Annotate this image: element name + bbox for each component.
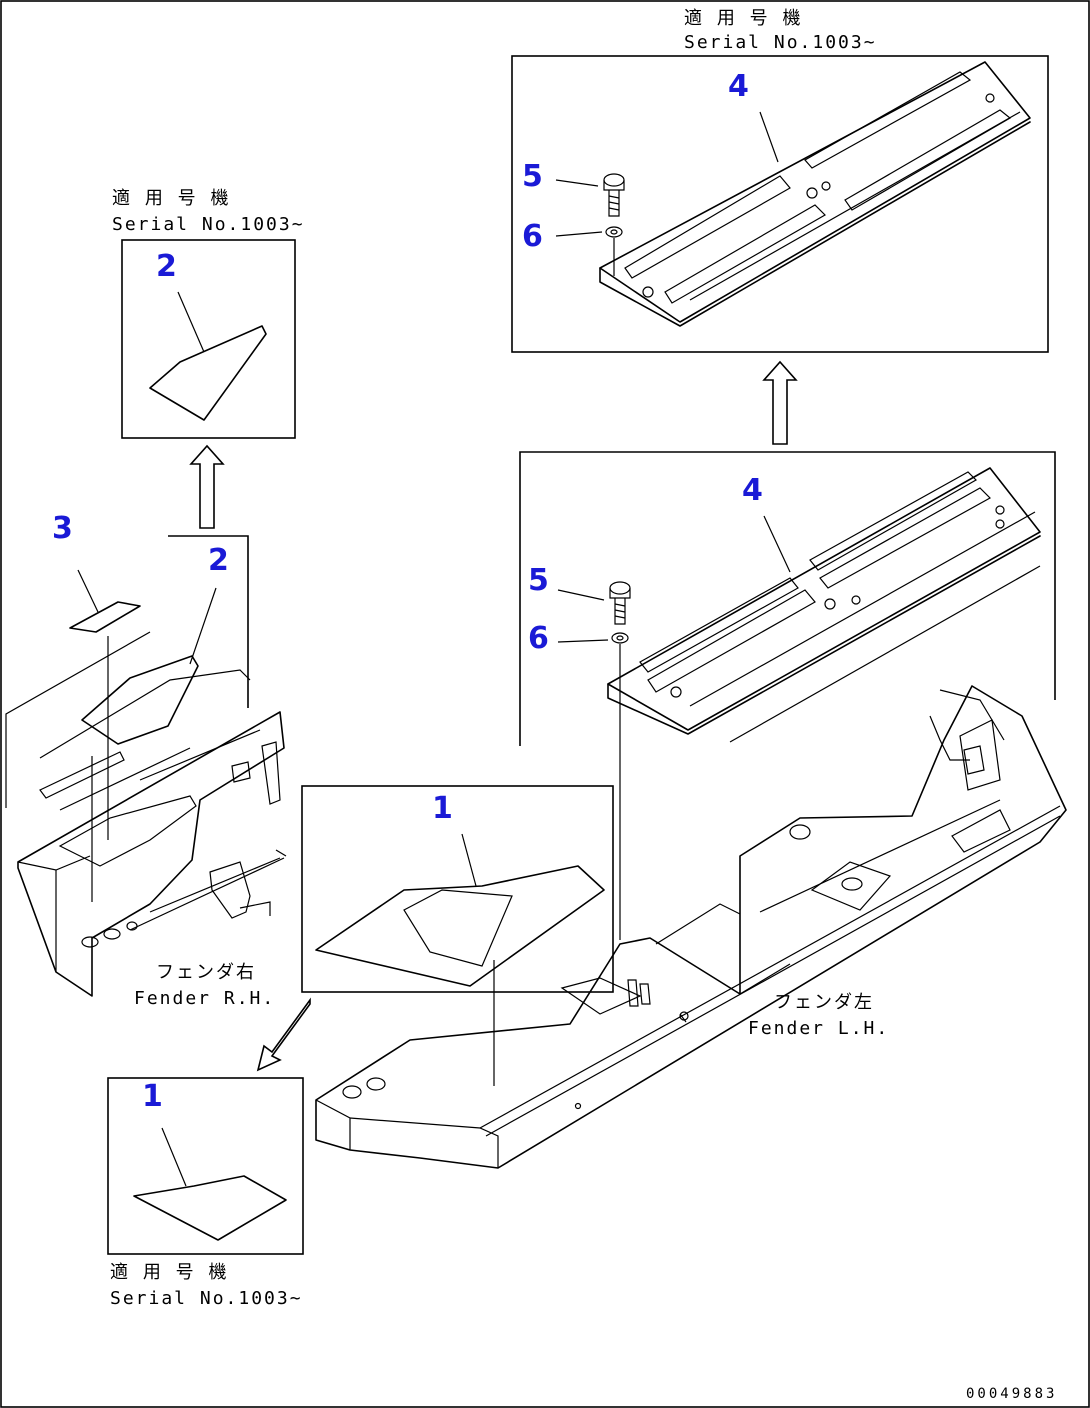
decal-1-detail <box>133 1175 287 1241</box>
detail-frame-top-left <box>121 239 296 439</box>
applicable-note-top: 適 用 号 機 <box>684 8 803 29</box>
leader-6-mid <box>557 639 609 643</box>
applicable-note-bottom: 適 用 号 機 <box>110 1262 229 1283</box>
decal-3 <box>69 601 141 633</box>
leader-4-top <box>759 111 779 163</box>
leader-5-mid <box>557 589 605 601</box>
leader-2-main <box>189 587 217 665</box>
detail-box-top-left: 2 <box>121 239 296 439</box>
leader-6-top <box>555 231 603 237</box>
fender-rh-assembly: 3 2 フェンダ右 Fender R.H. <box>5 511 287 1009</box>
leader-4-mid <box>763 515 791 573</box>
arrow-down-left <box>256 997 311 1072</box>
partial-frame-left <box>168 535 249 708</box>
leader-3 <box>77 569 99 613</box>
fender-lh-label-en: Fender L.H. <box>748 1018 889 1039</box>
fender-lh-assembly: フェンダ左 Fender L.H. <box>315 685 1067 1169</box>
leader-5-top <box>555 179 599 187</box>
detail-frame-bottom-left <box>107 1077 304 1255</box>
detail-frame-top-right <box>511 55 1049 353</box>
callout-6-mid: 6 <box>528 621 549 656</box>
detail-frame-center <box>301 785 614 993</box>
callout-1-box: 1 <box>142 1079 163 1114</box>
detail-frame-middle-right <box>519 451 1056 746</box>
bolt-washer-top <box>603 173 625 276</box>
leader-2-box <box>177 291 205 353</box>
serial-note-left: Serial No.1003~ <box>112 214 305 235</box>
arrow-up-right <box>762 360 798 445</box>
drawing-code: 00049883 <box>966 1386 1057 1402</box>
callout-5-mid: 5 <box>528 563 549 598</box>
detail-box-top-right: 4 5 6 <box>511 55 1049 353</box>
callout-3: 3 <box>52 511 73 546</box>
callout-1-center: 1 <box>432 791 453 826</box>
callout-2-main: 2 <box>208 543 229 578</box>
fender-rh-label-en: Fender R.H. <box>134 988 275 1009</box>
callout-4-mid: 4 <box>742 473 763 508</box>
serial-note-top: Serial No.1003~ <box>684 32 877 53</box>
serial-note-bottom: Serial No.1003~ <box>110 1288 303 1309</box>
callout-5-top: 5 <box>522 159 543 194</box>
fender-lh-label-jp: フェンダ左 <box>774 992 874 1013</box>
detail-box-middle-right: 4 5 6 <box>519 451 1056 940</box>
fender-rh-label-jp: フェンダ右 <box>156 962 256 983</box>
leader-1-box <box>161 1127 187 1187</box>
arrow-up-left <box>189 444 225 529</box>
decal-2-detail <box>149 325 267 421</box>
decal-2-fender <box>81 655 199 745</box>
bolt-washer-middle <box>609 581 631 940</box>
applicable-note-left: 適 用 号 機 <box>112 188 231 209</box>
step-plate-middle <box>607 467 1041 743</box>
callout-2-box: 2 <box>156 249 177 284</box>
leader-1-center <box>461 833 477 887</box>
detail-box-center: 1 <box>301 785 614 993</box>
callout-6-top: 6 <box>522 219 543 254</box>
detail-box-bottom-left: 1 <box>107 1077 304 1255</box>
step-plate-top <box>599 61 1031 327</box>
decal-1-current <box>315 865 605 987</box>
callout-4-top: 4 <box>728 69 749 104</box>
